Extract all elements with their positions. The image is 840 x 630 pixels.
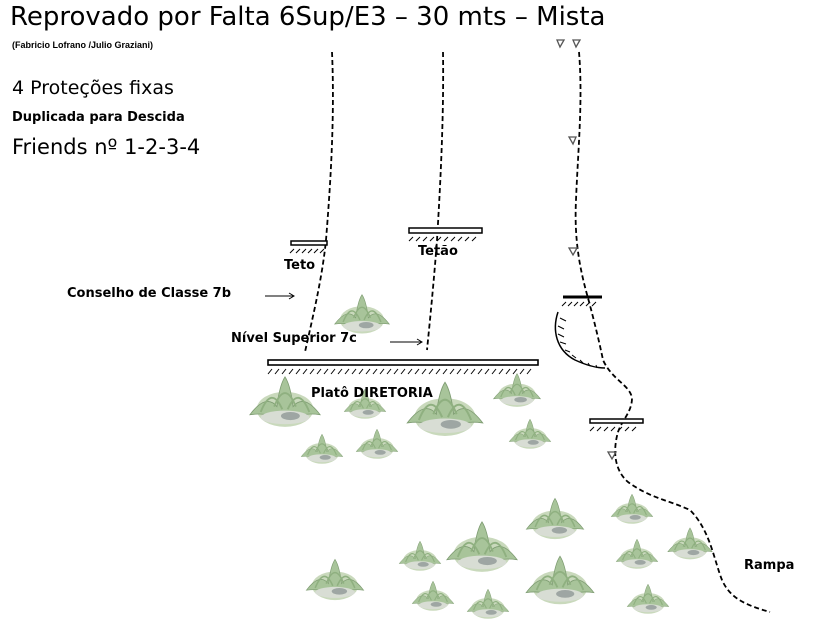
ledge-tetao bbox=[408, 227, 483, 242]
route-line-nivel bbox=[426, 51, 445, 351]
label-plato: Platô DIRETORIA bbox=[311, 386, 433, 401]
overhang-right bbox=[554, 311, 606, 369]
route-title: Reprovado por Falta 6Sup/E3 – 30 mts – M… bbox=[10, 2, 606, 32]
route-line-reprovado bbox=[574, 51, 771, 613]
descent-info: Duplicada para Descida bbox=[12, 110, 185, 125]
label-rampa: Rampa bbox=[744, 558, 795, 573]
label-teto: Teto bbox=[284, 258, 316, 273]
ledge-plato bbox=[267, 359, 539, 375]
protections-info: 4 Proteções fixas bbox=[12, 77, 174, 99]
label-nivel: Nível Superior 7c bbox=[231, 331, 357, 346]
label-tetao: Tetão bbox=[418, 244, 458, 259]
label-conselho: Conselho de Classe 7b bbox=[67, 286, 232, 301]
friends-info: Friends nº 1-2-3-4 bbox=[12, 135, 201, 159]
ledge-right-lower bbox=[589, 418, 644, 432]
route-authors: (Fabricio Lofrano /Julio Graziani) bbox=[12, 40, 154, 50]
route-line-conselho bbox=[304, 51, 334, 353]
bolt-icons bbox=[556, 39, 618, 461]
ledge-right-upper bbox=[561, 295, 602, 307]
arrow-icons bbox=[265, 292, 423, 346]
ledge-teto bbox=[289, 240, 328, 254]
